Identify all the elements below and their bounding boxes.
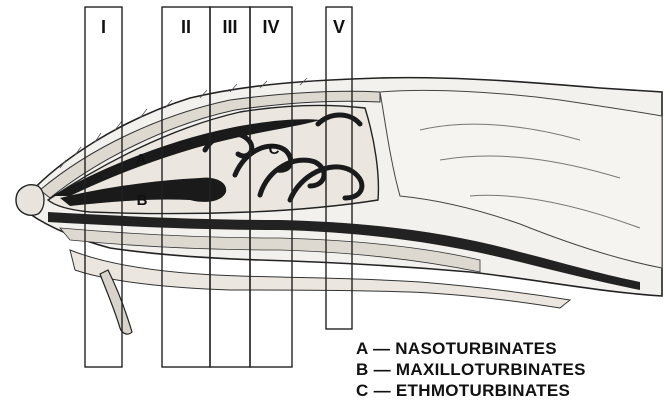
section-label-5: V (333, 17, 345, 37)
legend: A — NASOTURBINATES B — MAXILLOTURBINATES… (356, 338, 586, 401)
section-label-2: II (181, 17, 191, 37)
legend-item-a: A — NASOTURBINATES (356, 338, 586, 359)
region-label-b: B (137, 192, 148, 209)
nose-tip (16, 185, 44, 215)
legend-item-c: C — ETHMOTURBINATES (356, 380, 586, 401)
region-label-a: A (136, 151, 147, 168)
section-label-4: IV (262, 17, 279, 37)
section-label-3: III (222, 17, 237, 37)
section-label-1: I (101, 17, 106, 37)
legend-item-b: B — MAXILLOTURBINATES (356, 359, 586, 380)
region-label-c: C (269, 141, 280, 158)
